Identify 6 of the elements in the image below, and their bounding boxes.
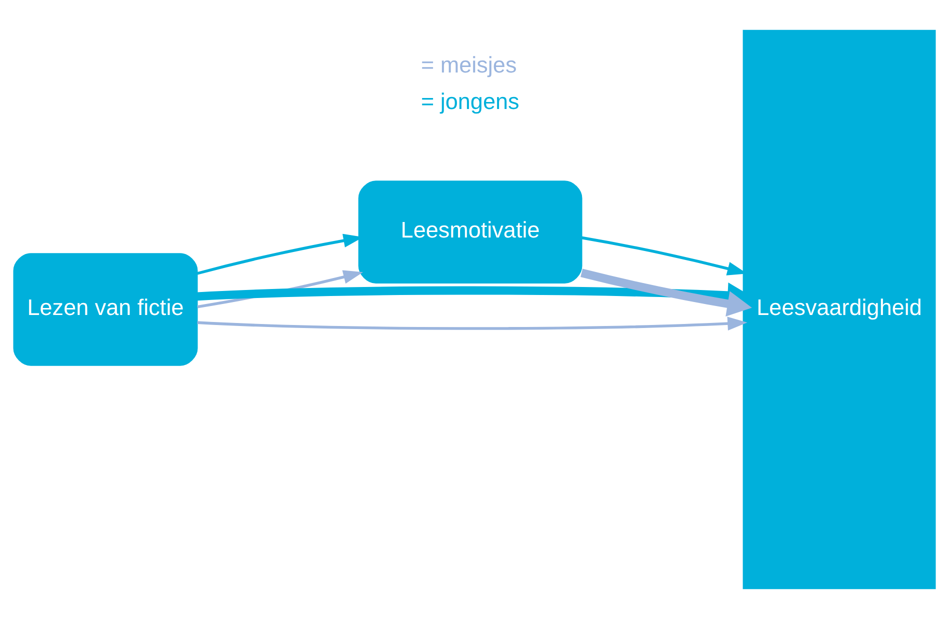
node-box: Leesmotivatie [358, 180, 582, 284]
legend-label: = jongens [420, 89, 520, 114]
arrow [197, 316, 748, 330]
node-box: Lezen van fictie [13, 253, 198, 366]
legend-label: = meisjes [420, 52, 517, 78]
node-box: Leesvaardigheid [742, 30, 936, 590]
